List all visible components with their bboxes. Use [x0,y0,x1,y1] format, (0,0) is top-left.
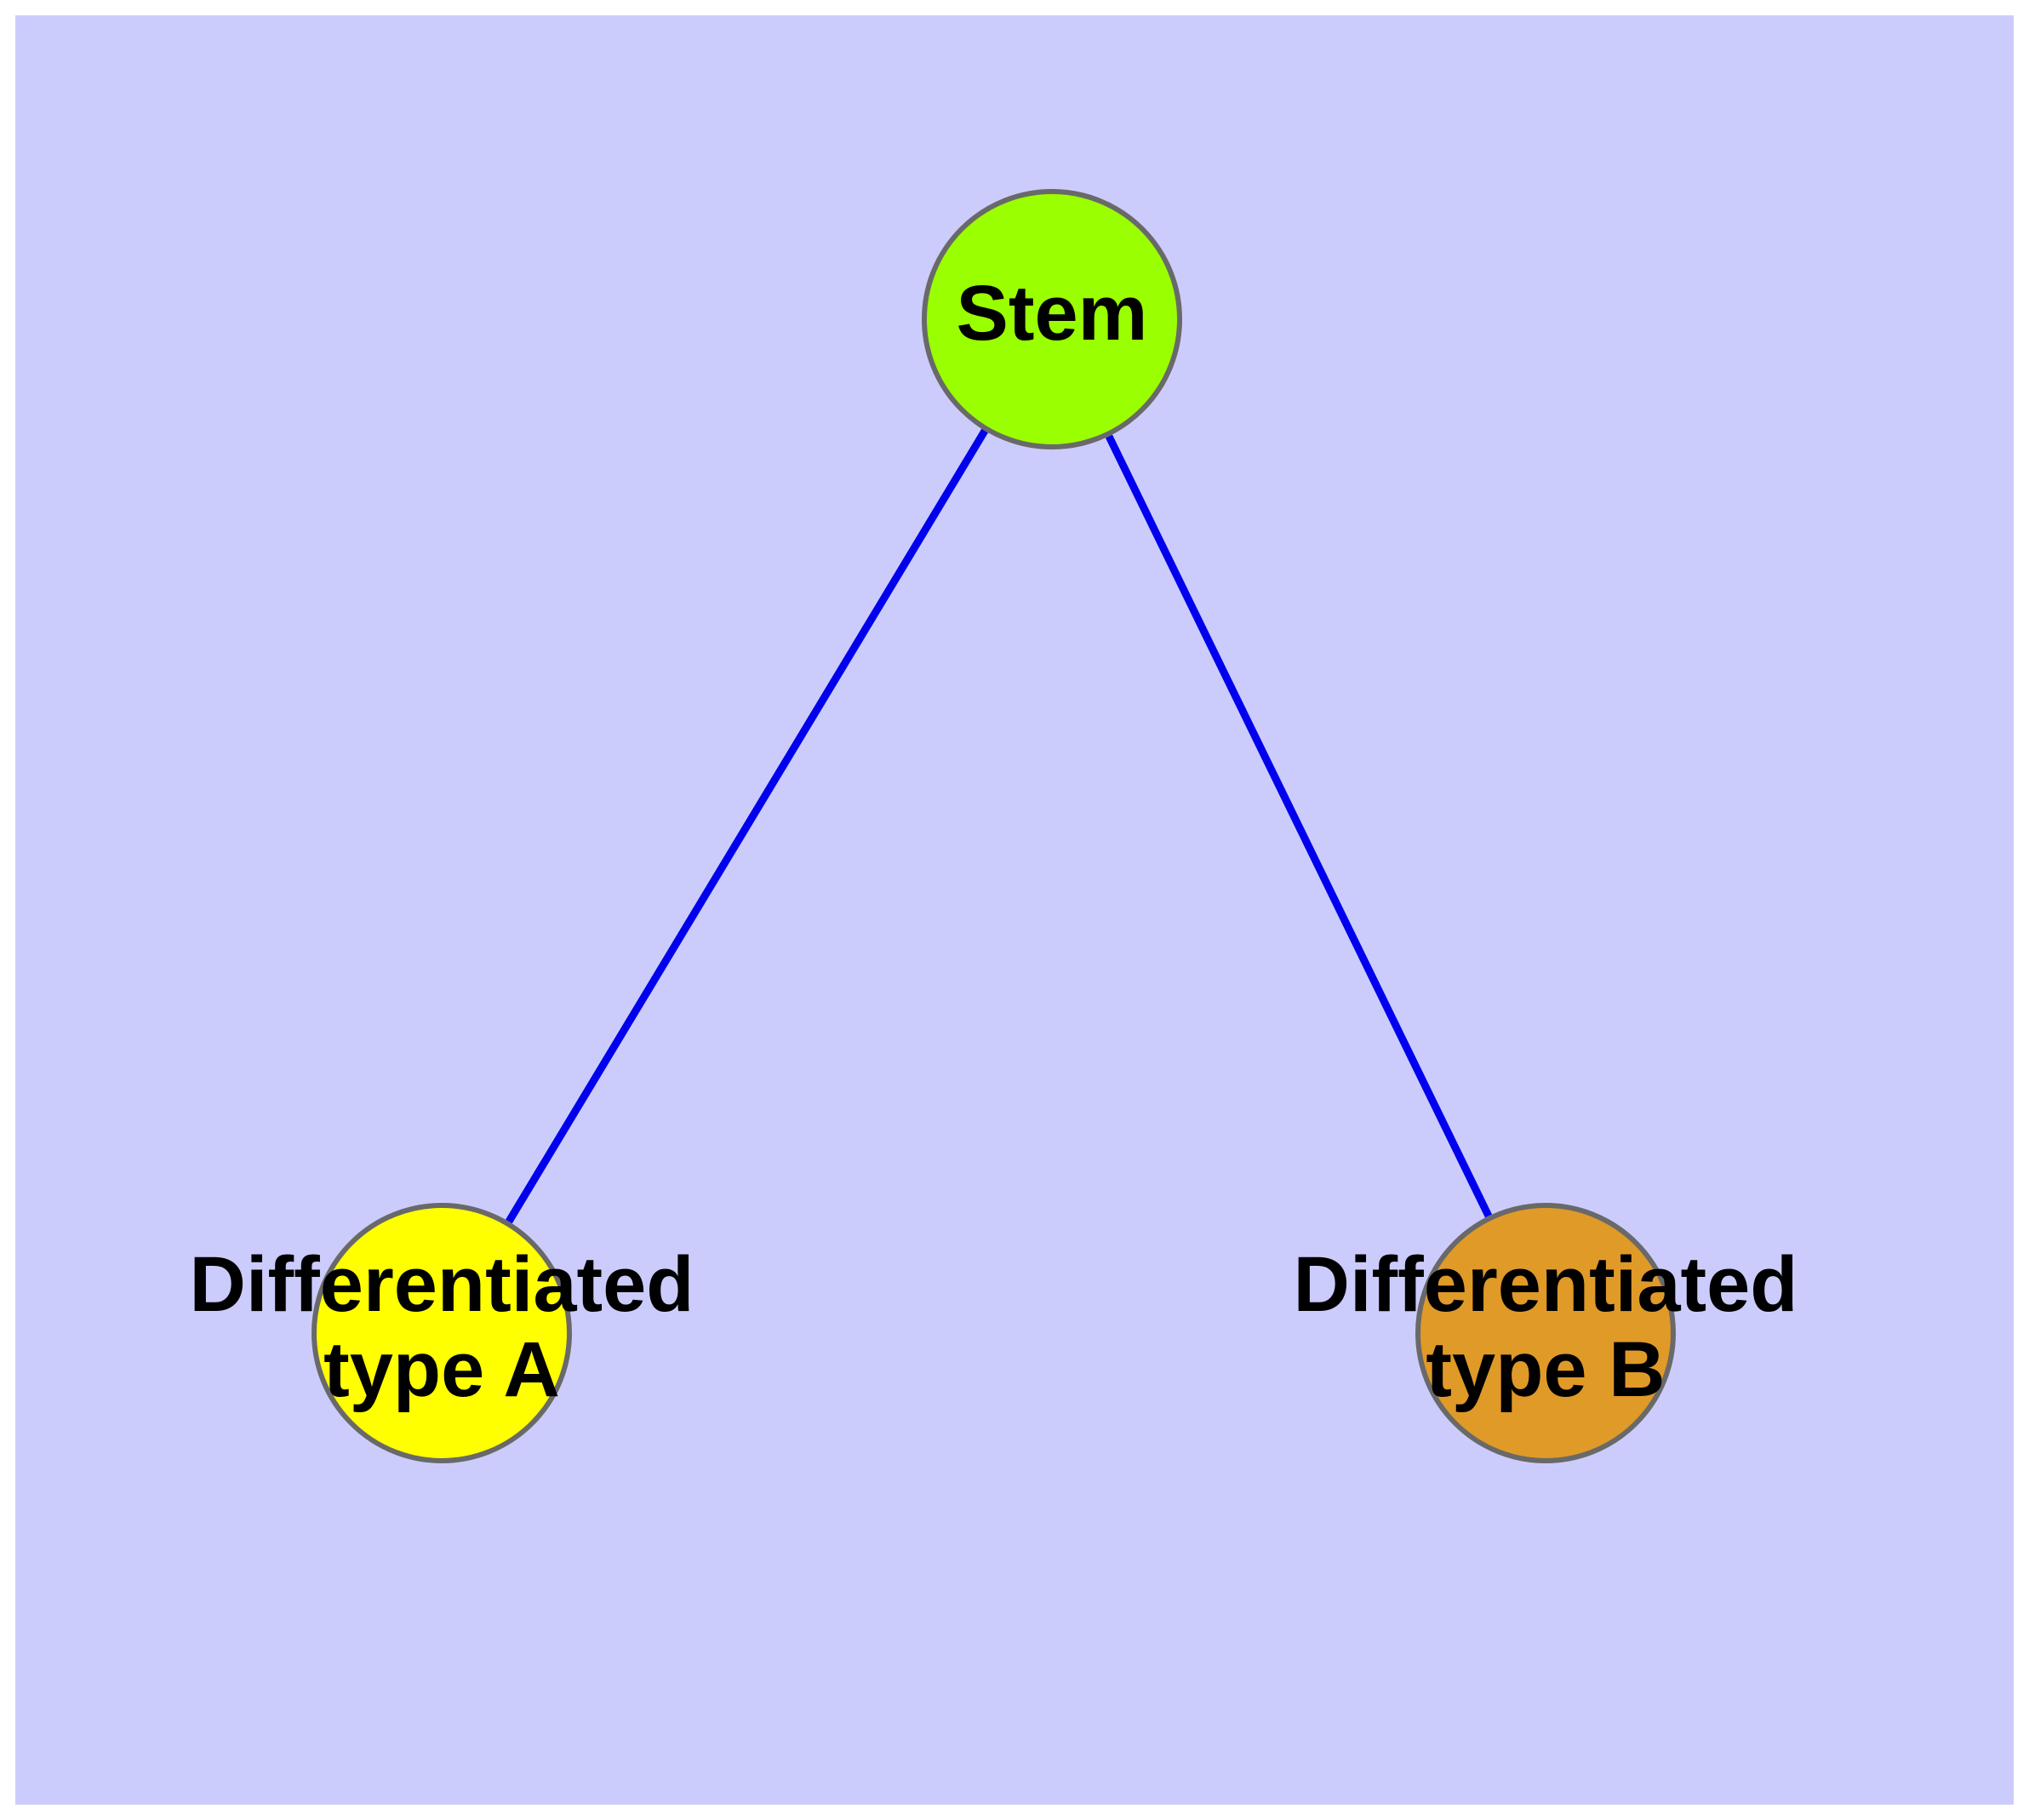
node-label-line: Differentiated [1294,1241,1798,1328]
node-stem[interactable] [922,189,1182,449]
edge-stem-to-differentiated-type-a[interactable] [506,428,988,1224]
node-label-line: type B [1426,1326,1665,1413]
node-label-line: Stem [957,270,1148,357]
edges-layer [506,428,1493,1224]
node-differentiated-type-b[interactable] [1415,1203,1676,1463]
node-differentiated-type-b-circle[interactable] [1415,1203,1676,1463]
edge-stem-to-differentiated-type-b[interactable] [1105,434,1493,1218]
node-label-line: type A [323,1326,560,1413]
node-stem-circle[interactable] [922,189,1182,449]
node-differentiated-type-a-circle[interactable] [311,1203,572,1463]
node-label-line: Differentiated [190,1241,694,1328]
node-stem-label: Stem [957,270,1148,357]
nodes-layer [311,189,1676,1463]
node-differentiated-type-a[interactable] [311,1203,572,1463]
